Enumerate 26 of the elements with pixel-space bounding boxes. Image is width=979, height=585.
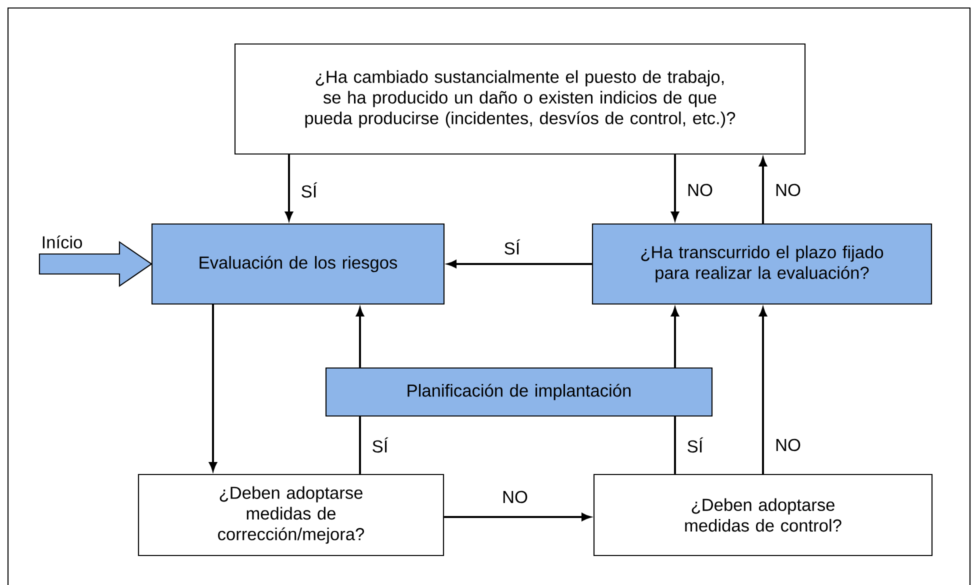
edge-label: NO bbox=[774, 438, 802, 452]
edge-label: NO bbox=[774, 182, 802, 198]
arrow bbox=[356, 308, 364, 368]
question-box: ¿Deben adoptarse medidas de corrección/mejora? bbox=[138, 474, 444, 556]
process-box: Evaluación de los riesgos bbox=[151, 223, 445, 305]
edge-label: NO bbox=[686, 182, 714, 198]
edge-label: SÍ bbox=[299, 181, 319, 199]
arrow bbox=[448, 260, 592, 268]
question-box: ¿Ha transcurrido el plazo fijado para realizar la evaluación? bbox=[592, 223, 932, 305]
arrow bbox=[444, 513, 590, 521]
edge-label: Início bbox=[40, 234, 84, 250]
arrow bbox=[759, 308, 767, 474]
question-box: ¿Ha cambiado sustancialmente el puesto de trabajo, se ha producido un daño o existen indicios de que pueda producirse (incidentes, desvíos de control, etc.)? bbox=[234, 43, 806, 155]
edge-label: NO bbox=[500, 490, 530, 504]
arrow bbox=[209, 304, 217, 471]
connector-line bbox=[674, 416, 676, 474]
edge-label: SÍ bbox=[370, 436, 390, 454]
question-box: ¿Deben adoptarse medidas de control? bbox=[593, 474, 933, 556]
edge-label: SÍ bbox=[685, 436, 705, 454]
process-box: Planificación de implantación bbox=[325, 367, 713, 417]
arrow bbox=[671, 154, 679, 220]
arrow bbox=[671, 308, 679, 368]
connector-line bbox=[359, 416, 361, 474]
edge-label: SÍ bbox=[502, 238, 522, 256]
arrow bbox=[759, 158, 767, 224]
arrow bbox=[285, 154, 293, 220]
